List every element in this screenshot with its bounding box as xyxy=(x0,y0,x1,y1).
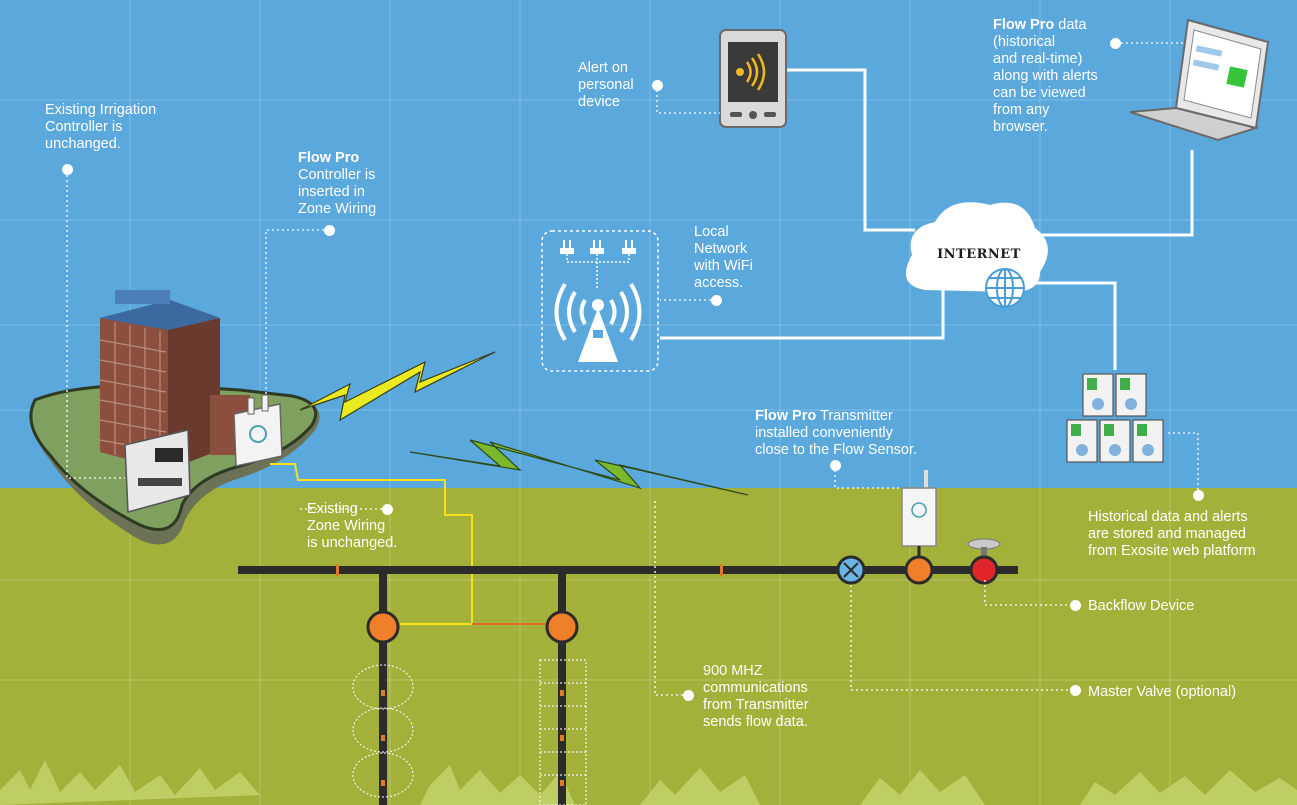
sprinkler-circles xyxy=(352,664,414,798)
server-stack-icon xyxy=(1066,373,1164,463)
leader-dot-flowpro-data xyxy=(1110,38,1121,49)
label-local-network: Local Network with WiFi access. xyxy=(694,224,753,291)
signal-bolt-green xyxy=(409,439,749,496)
signal-bolt-yellow xyxy=(299,351,496,422)
leader-dot-irrigation xyxy=(62,164,73,175)
label-irrigation-controller: Existing Irrigation Controller is unchan… xyxy=(45,102,157,152)
network-lines xyxy=(660,68,1194,370)
ground-background xyxy=(0,488,1297,805)
laptop-icon xyxy=(1129,18,1270,142)
leader-dot-alert xyxy=(652,80,663,91)
label-transmitter: Flow Pro Transmitter installed convenien… xyxy=(755,408,917,459)
leader-dot-historical xyxy=(1193,490,1204,501)
leader-dot-zone-wiring xyxy=(382,504,393,515)
grass-strip xyxy=(0,760,1297,805)
irrigation-controller-icon xyxy=(124,429,191,513)
leader-dot-network xyxy=(711,295,722,306)
label-historical-data: Historical data and alerts are stored an… xyxy=(1088,509,1256,559)
label-flowpro-data: Flow Pro data (historical and real-time)… xyxy=(993,17,1098,136)
label-backflow-device: Backflow Device xyxy=(1088,598,1195,614)
sprinkler-grid xyxy=(539,659,587,805)
backflow-device-icon xyxy=(967,538,1001,585)
flowpro-controller-icon xyxy=(233,394,283,467)
leader-lines xyxy=(66,42,1199,696)
zone-valve-2 xyxy=(545,610,579,644)
personal-device-icon xyxy=(719,29,787,128)
zone-valve-1 xyxy=(366,610,400,644)
leader-dot-backflow xyxy=(1070,600,1081,611)
label-alert-device: Alert on personal device xyxy=(578,60,634,110)
label-flowpro-controller-bold: Flow Pro xyxy=(298,150,360,166)
internet-label: INTERNET xyxy=(937,247,1021,262)
label-zone-wiring: Existing Zone Wiring is unchanged. xyxy=(307,501,398,551)
flowpro-transmitter-icon xyxy=(901,470,937,562)
leader-dot-mhz xyxy=(683,690,694,701)
main-pipe xyxy=(238,564,1018,805)
label-flowpro-controller-text: Controller is inserted in Zone Wiring xyxy=(298,167,377,217)
wifi-tower-icon xyxy=(541,230,659,372)
zone-wiring xyxy=(270,463,545,625)
leader-dot-flowpro-controller xyxy=(324,225,335,236)
globe-icon xyxy=(985,268,1025,308)
master-valve-icon xyxy=(836,555,866,585)
leader-dot-master-valve xyxy=(1070,685,1081,696)
label-master-valve: Master Valve (optional) xyxy=(1088,684,1237,700)
label-flowpro-controller: Flow Pro Controller is inserted in Zone … xyxy=(298,150,376,218)
label-transmitter-text: Transmitter installed conveniently close… xyxy=(755,408,917,458)
label-transmitter-bold: Flow Pro xyxy=(755,408,817,424)
internet-cloud-icon: INTERNET xyxy=(905,202,1048,308)
leader-dot-transmitter xyxy=(830,460,841,471)
label-900mhz: 900 MHZ communications from Transmitter … xyxy=(703,663,809,730)
label-flowpro-data-text: data (historical and real-time) along wi… xyxy=(993,17,1098,135)
label-flowpro-data-bold: Flow Pro xyxy=(993,17,1055,33)
flow-sensor-icon xyxy=(904,555,934,585)
